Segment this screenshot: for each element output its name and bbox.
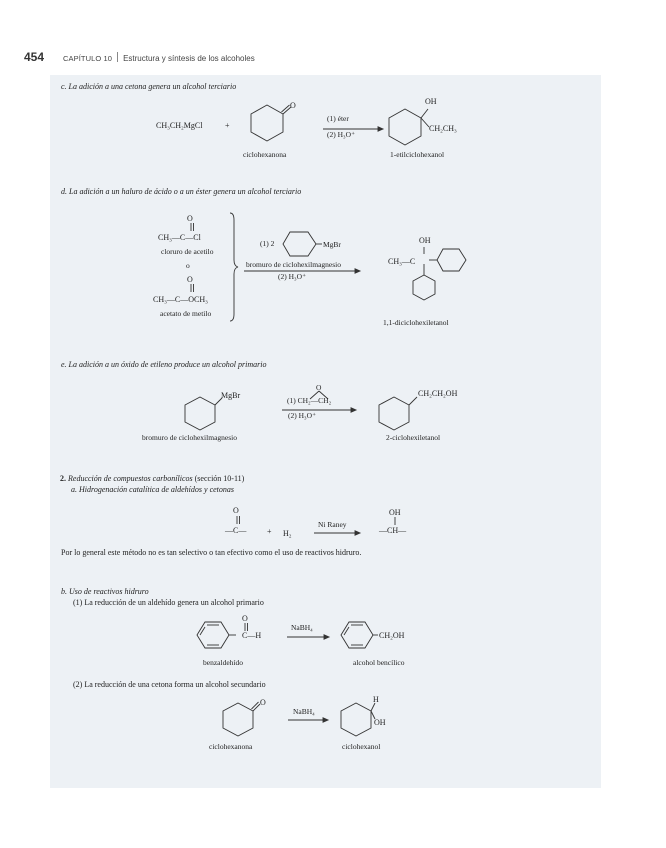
section-d-heading: d. La adición a un haluro de ácido o a u… bbox=[61, 187, 302, 196]
hydroxyl-group: OH bbox=[374, 718, 386, 727]
condition-ether: (1) éter bbox=[327, 114, 349, 123]
cyclohexanone-structure bbox=[250, 104, 292, 142]
acetyl-chloride-oxygen: O bbox=[187, 214, 193, 223]
reaction-arrow bbox=[287, 634, 331, 640]
summary-panel: c. La adición a una cetona genera un alc… bbox=[50, 75, 601, 788]
chapter-title: Estructura y síntesis de los alcoholes bbox=[123, 54, 255, 63]
hydroxyl-group: OH bbox=[419, 236, 431, 245]
section-2b1-heading: (1) La reducción de un aldehído genera u… bbox=[73, 598, 264, 607]
grignard-reagent-label: bromuro de ciclohexilmagnesio bbox=[246, 260, 341, 269]
magnesium-bromide: MgBr bbox=[221, 391, 241, 400]
chapter-number: CAPÍTULO 10 bbox=[63, 54, 113, 63]
carbonyl-oxygen: O bbox=[290, 101, 296, 110]
right-brace bbox=[229, 212, 239, 322]
product-carbon-chain: CH₃—C bbox=[388, 257, 416, 266]
hydroxyethyl-group: CH₂CH₂OH bbox=[418, 389, 458, 398]
ethylcyclohexanol-structure bbox=[388, 108, 430, 146]
sodium-borohydride: NaBH₄ bbox=[293, 707, 315, 716]
section-2-number: 2. bbox=[60, 474, 66, 483]
ethyl-group: CH₂CH₃ bbox=[429, 124, 457, 133]
carbonyl-oxygen: O bbox=[260, 698, 266, 707]
cyclohexyl-grignard-structure bbox=[184, 396, 223, 431]
benzaldehyde-label: benzaldehído bbox=[203, 658, 243, 667]
carbonyl-oxygen: O bbox=[233, 506, 239, 515]
section-2b-heading: b. Uso de reactivos hidruro bbox=[61, 587, 149, 596]
benzene-ring bbox=[196, 621, 236, 649]
plus-sign: + bbox=[267, 527, 272, 536]
reaction-arrow bbox=[314, 530, 362, 536]
double-bond bbox=[244, 623, 248, 631]
hydrogenation-note: Por lo general este método no es tan sel… bbox=[61, 548, 362, 557]
aldehyde-group: C—H bbox=[242, 631, 262, 640]
hydrogen-atom: H bbox=[373, 695, 379, 704]
section-2-title: Reducción de compuestos carbonílicos bbox=[68, 474, 193, 483]
cyclohexylethanol-label: 2-ciclohexiletanol bbox=[386, 433, 441, 442]
condition-acid-workup: (2) H₃O⁺ bbox=[278, 272, 307, 281]
raney-nickel-catalyst: Ni Raney bbox=[318, 520, 347, 529]
reaction-arrow bbox=[282, 407, 358, 413]
methyl-acetate-formula: CH₃—C—OCH₃ bbox=[153, 295, 208, 304]
benzyl-alcohol-label: alcohol bencílico bbox=[353, 658, 405, 667]
section-e-heading: e. La adición a un óxido de etileno prod… bbox=[61, 360, 267, 369]
running-header: 454 CAPÍTULO 10 Estructura y síntesis de… bbox=[24, 50, 255, 66]
single-bond bbox=[394, 517, 396, 525]
section-2a-heading: a. Hidrogenación catalítica de aldehídos… bbox=[71, 485, 235, 494]
magnesium-bromide: MgBr bbox=[323, 240, 341, 249]
double-bond bbox=[236, 516, 240, 524]
sodium-borohydride: NaBH₄ bbox=[291, 623, 313, 632]
dicyclohexylethanol-structure bbox=[412, 247, 467, 301]
hydroxymethyl-group: CH₂OH bbox=[379, 631, 405, 640]
condition-ethylene-oxide: (1) CH₂—CH₂ bbox=[287, 396, 332, 405]
grignard-reagent-label: bromuro de ciclohexilmagnesio bbox=[142, 433, 237, 442]
plus-sign: + bbox=[225, 121, 230, 130]
alcohol-carbon: —CH— bbox=[379, 526, 407, 535]
reagent-count: (1) 2 bbox=[260, 239, 275, 248]
aldehyde-oxygen: O bbox=[242, 614, 248, 623]
acetyl-chloride-label: cloruro de acetilo bbox=[161, 247, 214, 256]
acetyl-chloride-formula: CH₃—C—Cl bbox=[158, 233, 201, 242]
page-number: 454 bbox=[24, 50, 45, 64]
ethylcyclohexanol-label: 1-etilciclohexanol bbox=[390, 150, 445, 159]
epoxide-oxygen: O bbox=[316, 383, 322, 392]
hydroxyl-group: OH bbox=[389, 508, 401, 517]
cyclohexanol-label: ciclohexanol bbox=[342, 742, 381, 751]
cyclohexanone-structure bbox=[222, 701, 261, 737]
hydrogen-gas: H₂ bbox=[283, 529, 292, 538]
cyclohexylethanol-structure bbox=[378, 396, 418, 431]
cyclohexanone-label: ciclohexanona bbox=[243, 150, 287, 159]
benzene-ring bbox=[340, 621, 378, 649]
cyclohexyl-ring bbox=[282, 231, 322, 257]
cyclohexanol-structure bbox=[340, 702, 376, 737]
header-divider bbox=[117, 52, 119, 62]
section-2-reference: (sección 10-11) bbox=[194, 474, 245, 483]
reaction-arrow bbox=[323, 126, 385, 132]
epoxide-ring bbox=[309, 390, 329, 400]
methyl-acetate-oxygen: O bbox=[187, 275, 193, 284]
cyclohexanone-label: ciclohexanona bbox=[209, 742, 253, 751]
section-2b2-heading: (2) La reducción de una cetona forma un … bbox=[73, 680, 266, 689]
or-text: o bbox=[186, 261, 190, 270]
ethylmagnesium-chloride: CH₃CH₂MgCl bbox=[156, 121, 203, 130]
double-bond bbox=[190, 284, 194, 292]
carbonyl-carbon: —C— bbox=[225, 526, 247, 535]
hydroxyl-group: OH bbox=[425, 97, 437, 106]
methyl-acetate-label: acetato de metilo bbox=[160, 309, 212, 318]
dicyclohexylethanol-label: 1,1-diciclohexiletanol bbox=[383, 318, 449, 327]
double-bond bbox=[190, 223, 194, 231]
condition-acid-workup: (2) H₃O⁺ bbox=[327, 130, 356, 139]
section-2-heading: 2. Reducción de compuestos carbonílicos … bbox=[60, 474, 244, 483]
section-c-heading: c. La adición a una cetona genera un alc… bbox=[61, 82, 237, 91]
condition-acid-workup: (2) H₃O⁺ bbox=[288, 411, 317, 420]
reaction-arrow bbox=[244, 268, 362, 274]
reaction-arrow bbox=[288, 717, 330, 723]
